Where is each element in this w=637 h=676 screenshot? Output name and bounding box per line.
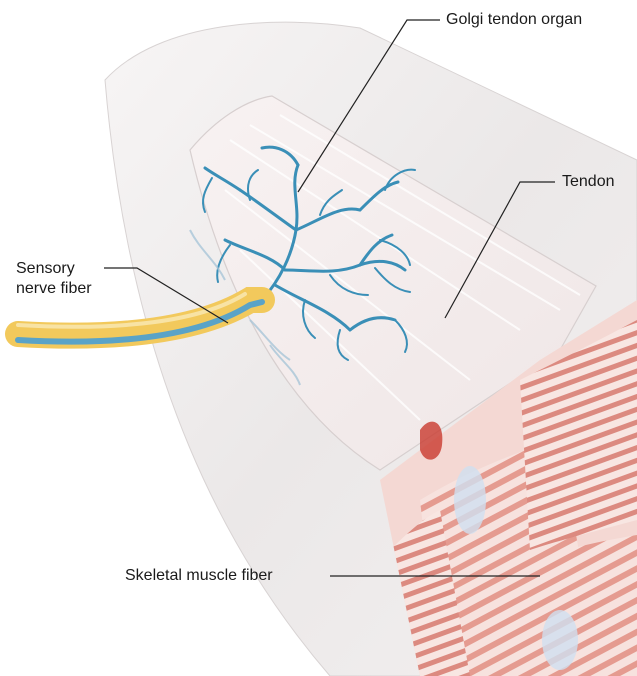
label-skeletal-muscle-fiber: Skeletal muscle fiber [125, 566, 273, 586]
label-golgi-tendon-organ: Golgi tendon organ [446, 10, 582, 30]
label-tendon: Tendon [562, 172, 615, 192]
label-sensory-nerve-fiber: Sensory nerve fiber [16, 259, 92, 299]
muscle-highlight [420, 422, 442, 460]
